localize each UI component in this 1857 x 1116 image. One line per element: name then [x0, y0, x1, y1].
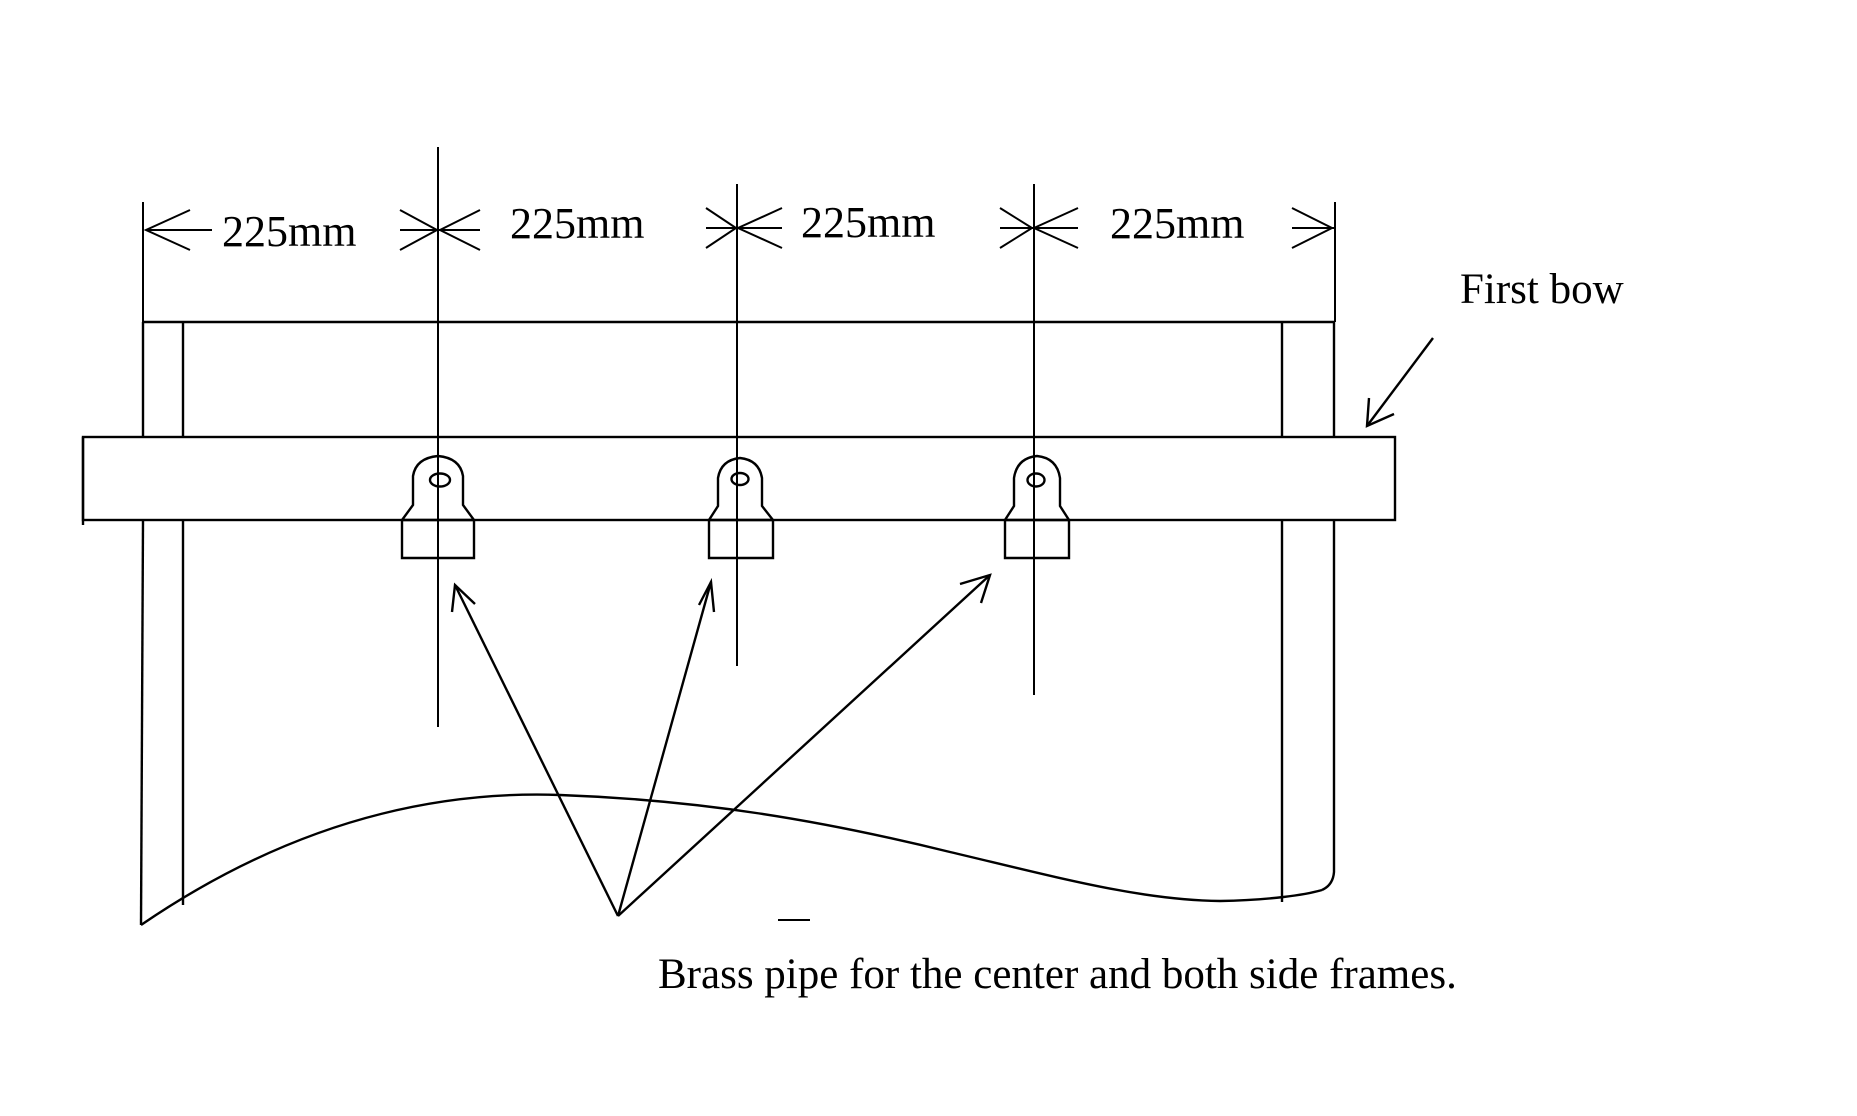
dim-arrowhead [437, 209, 481, 251]
first-bow-callout-arrow [1365, 337, 1434, 428]
callout-arrow-3-shaft [617, 574, 991, 917]
callout-arrow-2-head [697, 577, 716, 613]
dimension-label-4: 225mm [1110, 199, 1244, 248]
bracket-body [707, 456, 775, 560]
bracket-hole [428, 472, 452, 488]
side-frame [139, 320, 1336, 926]
bracket-hole [730, 471, 750, 487]
bracket-hole [1026, 472, 1046, 488]
first-bow-label: First bow [1460, 266, 1624, 313]
first-bow [81, 435, 1397, 525]
callout-arrow-1-head [450, 582, 476, 613]
dim-arrowhead [143, 209, 191, 251]
brass-pipe-callout-arrows [450, 573, 992, 917]
dim-arrowhead [1291, 207, 1335, 249]
dimension-label-3: 225mm [801, 198, 935, 247]
callout-arrow-1-shaft [453, 584, 620, 917]
brass-pipe-bracket-3 [1003, 454, 1071, 560]
frame-torn-bottom-edge [140, 793, 1323, 926]
dimension-label-1: 225mm [222, 207, 356, 256]
bracket-body [1003, 454, 1071, 560]
brass-pipe-label: Brass pipe for the center and both side … [658, 951, 1457, 998]
callout-arrow-3-head [959, 573, 992, 604]
frame-right-outer-bottom [1321, 520, 1336, 892]
brass-pipe-bracket-2 [707, 456, 775, 560]
frame-left-outer-bottom [139, 519, 145, 926]
first-bow-bar [81, 435, 1397, 522]
dimension-label-2: 225mm [510, 199, 644, 248]
callout-arrow-2-shaft [616, 581, 713, 917]
first-bow-arrow-shaft [1366, 337, 1434, 427]
brass-pipe-bracket-1 [400, 454, 476, 560]
first-bow-arrow-head [1365, 397, 1395, 428]
